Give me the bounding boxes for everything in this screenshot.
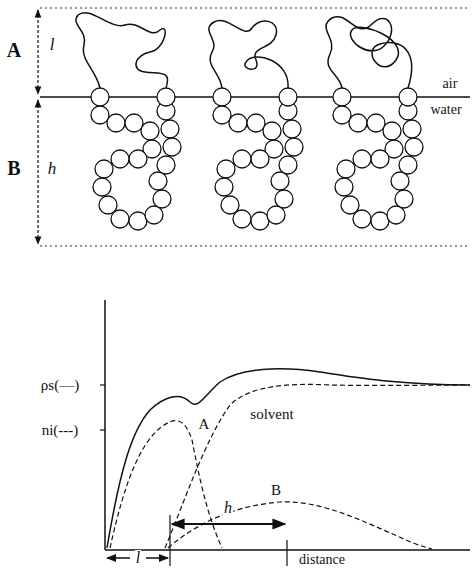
chain-segment — [213, 88, 231, 106]
chain-segment — [217, 160, 235, 178]
chain-segment — [251, 150, 269, 168]
curve-label: solvent — [249, 407, 294, 422]
chain-segment — [107, 114, 125, 132]
region-letter: B — [6, 158, 21, 178]
chain-segment — [111, 150, 129, 168]
chain-segment — [125, 114, 143, 132]
dimension-arrow — [37, 10, 38, 94]
dimension-arrow — [107, 557, 130, 559]
region-letter: A — [6, 40, 22, 60]
chain-segment — [111, 210, 129, 228]
chain-segment — [333, 88, 351, 106]
chain-segment — [215, 178, 233, 196]
chain-segment — [229, 114, 247, 132]
chain-segment — [279, 156, 297, 174]
boundary-tick — [169, 515, 170, 566]
phase-name: air — [442, 77, 459, 91]
curve-label: A — [198, 417, 211, 432]
axis-tick — [100, 384, 105, 385]
thickness-symbol: h — [47, 160, 58, 177]
thickness-symbol: l — [135, 550, 141, 566]
chain-segment — [399, 88, 417, 106]
chain-segment — [391, 172, 409, 190]
density-curve — [107, 369, 470, 548]
polymer-chain-air — [76, 13, 412, 88]
chain-segment — [395, 190, 413, 208]
chain-segment — [399, 156, 417, 174]
chain-segment — [403, 120, 421, 138]
axis-title: distance — [298, 553, 346, 567]
bottom-boundary — [40, 246, 470, 247]
chain-segment — [247, 114, 265, 132]
chain-segment — [353, 210, 371, 228]
chain-segment — [153, 190, 171, 208]
chain-segment — [161, 120, 179, 138]
water-chain-segments — [91, 88, 423, 230]
thickness-symbol: l — [49, 36, 56, 53]
chain-segment — [349, 114, 367, 132]
chain-segment — [213, 106, 231, 124]
chain-segment — [149, 172, 167, 190]
chain-segment — [267, 206, 285, 224]
boundary-tick — [286, 540, 287, 566]
chain-segment — [163, 138, 181, 156]
dimension-arrow — [37, 100, 38, 244]
chain-segment — [387, 206, 405, 224]
chain-segment — [93, 178, 111, 196]
chain-segment — [271, 172, 289, 190]
chain-segment — [337, 160, 355, 178]
top-boundary — [40, 8, 470, 9]
curve-label: B — [270, 483, 282, 498]
chain-segment — [371, 150, 389, 168]
chain-segment — [129, 212, 147, 230]
chain-segment — [285, 138, 303, 156]
axis-tick — [100, 429, 105, 430]
chain-segment — [141, 122, 159, 140]
axis-label: ρs(—) — [40, 378, 80, 393]
chain-segment — [275, 190, 293, 208]
dimension-arrow — [172, 523, 285, 525]
chain-segment — [279, 88, 297, 106]
chain-segment — [283, 120, 301, 138]
chain-segment — [405, 138, 423, 156]
chain-segment — [335, 178, 353, 196]
chain-segment — [233, 210, 251, 228]
chain-segment — [95, 160, 113, 178]
chain-segment — [233, 150, 251, 168]
chain-segment — [129, 150, 147, 168]
chain-segment — [353, 150, 371, 168]
phase-name: water — [429, 103, 462, 117]
chain-segment — [145, 206, 163, 224]
chain-segment — [91, 88, 109, 106]
chain-segment — [157, 156, 175, 174]
chain-segment — [333, 106, 351, 124]
chain-segment — [371, 212, 389, 230]
thickness-symbol: h — [223, 500, 233, 516]
chain-segment — [251, 212, 269, 230]
chain-segment — [367, 114, 385, 132]
solvent-curve — [165, 384, 470, 548]
axis-label: ni(---) — [41, 423, 80, 438]
chain-segment — [91, 106, 109, 124]
segment-a-curve — [110, 421, 222, 548]
segment-b-curve — [168, 502, 432, 549]
chain-segment — [263, 122, 281, 140]
chain-segment — [157, 88, 175, 106]
chain-segment — [383, 122, 401, 140]
dimension-arrow — [146, 557, 168, 559]
y-axis — [104, 300, 106, 550]
